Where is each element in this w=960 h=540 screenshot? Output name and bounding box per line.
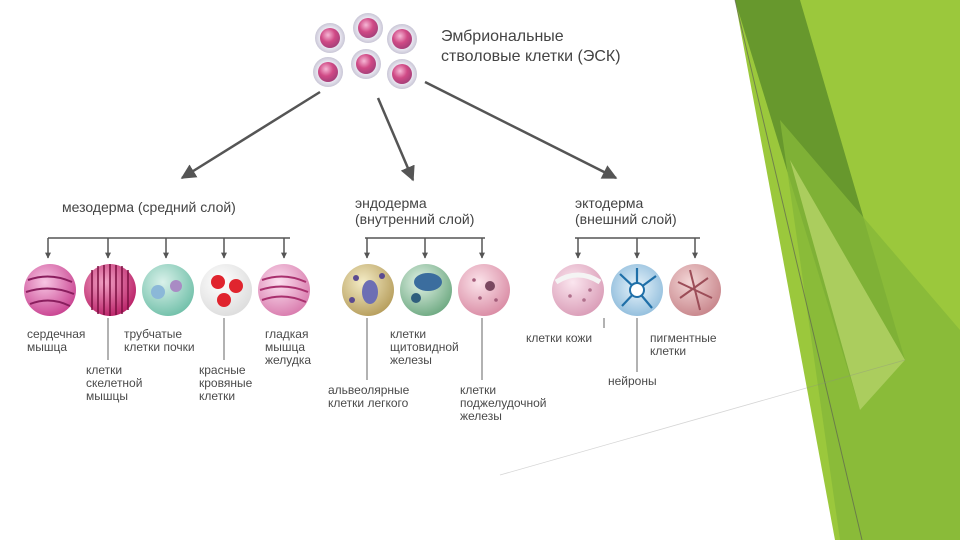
arrow-to-endoderm: [376, 97, 415, 182]
cell-cardiac-muscle: [24, 264, 76, 316]
cell-skeletal-muscle: [84, 264, 136, 316]
cell-skin: [552, 264, 604, 316]
cell-pigment: [669, 264, 721, 316]
label-smooth-muscle: гладкая мышца желудка: [265, 327, 312, 367]
leader-lines: [107, 318, 638, 380]
cell-kidney-tubule: [142, 264, 194, 316]
brackets: [45, 237, 700, 259]
arrow-to-ectoderm: [424, 80, 618, 180]
cell-pancreas: [458, 264, 510, 316]
slide-decoration: [499, 0, 960, 540]
cell-thyroid: [400, 264, 452, 316]
label-pancreas: клетки поджелудочной железы: [460, 383, 547, 423]
arrow-to-mesoderm: [180, 90, 321, 180]
label-red-blood: красные кровяные клетки: [199, 363, 253, 403]
main-arrows: [180, 80, 618, 182]
layer-ectoderm-label: эктодерма (внешний слой): [575, 195, 677, 227]
slide-thin-line: [734, 0, 863, 540]
label-lung-alveolar: альвеолярные клетки легкого: [328, 383, 410, 410]
green-shape-light: [790, 160, 905, 410]
esc-cluster: [313, 13, 417, 89]
cell-lung-alveolar: [342, 264, 394, 316]
cell-smooth-muscle: [258, 264, 310, 316]
label-neurons: нейроны: [608, 374, 657, 388]
label-pigment: пигментные клетки: [650, 331, 717, 358]
layer-mesoderm-label: мезодерма (средний слой): [62, 199, 236, 215]
label-thyroid: клетки щитовидной железы: [390, 327, 459, 367]
label-kidney-tubule: трубчатые клетки почки: [124, 327, 195, 354]
label-cardiac-muscle: сердечная мышца: [27, 327, 86, 354]
slide-thin-line-2: [499, 359, 906, 476]
cell-red-blood: [200, 264, 252, 316]
cell-neurons: [611, 264, 663, 316]
label-skin: клетки кожи: [526, 331, 593, 345]
diagram-title: Эмбриональные стволовые клетки (ЭСК): [441, 28, 621, 65]
label-skeletal-muscle: клетки скелетной мышцы: [86, 363, 143, 403]
layer-endoderm-label: эндодерма (внутренний слой): [355, 195, 475, 227]
